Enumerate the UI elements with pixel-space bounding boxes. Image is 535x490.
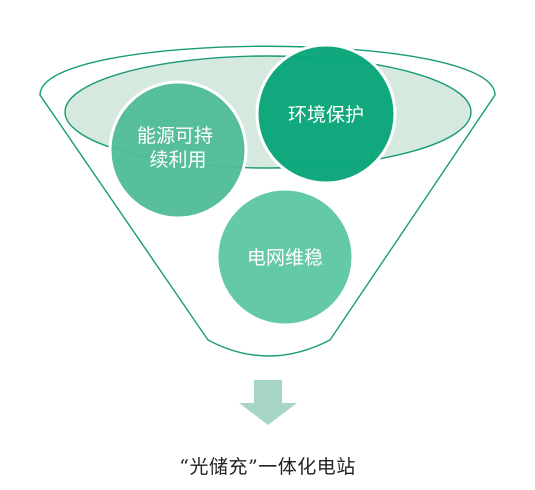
circle-energy-shape [108, 80, 248, 220]
circle-grid-shape [215, 187, 355, 327]
down-arrow-icon [239, 380, 297, 425]
circle-environment-label: 环境保护 [288, 104, 364, 126]
circle-grid-label: 电网维稳 [247, 247, 323, 269]
circle-energy-label-line2: 续利用 [149, 149, 206, 171]
circle-energy-label-line1: 能源可持 [137, 125, 213, 147]
svg-text:能源可持 续利用: 能源可持 续利用 [137, 125, 219, 171]
diagram-caption: “光储充”一体化电站 [179, 456, 356, 478]
circle-grid: 电网维稳 [215, 187, 355, 327]
circle-energy: 能源可持 续利用 [108, 80, 248, 220]
circle-environment-shape [255, 43, 397, 185]
svg-text:环境保护: 环境保护 [288, 104, 364, 126]
svg-text:电网维稳: 电网维稳 [247, 247, 323, 269]
circle-environment: 环境保护 [255, 43, 397, 185]
